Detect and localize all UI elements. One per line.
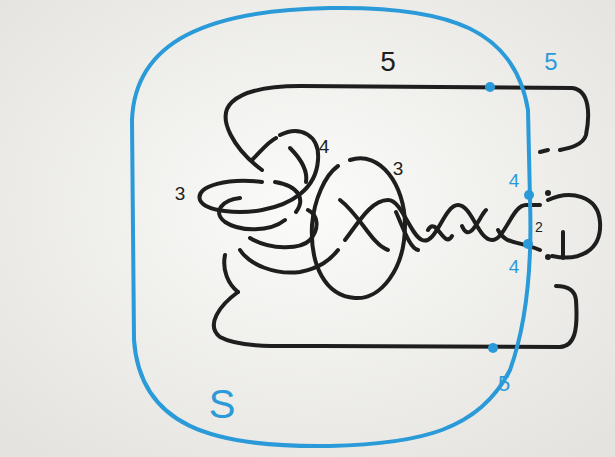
strand-count: 2 bbox=[535, 220, 543, 234]
intersection-count: 4 bbox=[509, 171, 520, 190]
top-strand bbox=[226, 86, 588, 170]
twist-crossings bbox=[396, 210, 540, 250]
intersection-count: 5 bbox=[498, 373, 510, 395]
endpoint-dot bbox=[545, 190, 551, 196]
right-loop bbox=[548, 195, 600, 257]
intersection-dot bbox=[488, 343, 498, 353]
left-tangle-b bbox=[250, 138, 317, 247]
intersection-dot bbox=[524, 190, 534, 200]
endpoint-dots bbox=[545, 190, 551, 260]
left-tangle-d bbox=[290, 148, 306, 182]
strand-count: 5 bbox=[380, 48, 396, 76]
circle-strand bbox=[312, 158, 405, 298]
sphere-label: S bbox=[209, 384, 236, 424]
knot-strands bbox=[200, 86, 601, 347]
strand-count: 3 bbox=[393, 159, 404, 178]
left-tangle-c bbox=[224, 250, 338, 292]
left-tangle bbox=[219, 182, 300, 229]
intersection-dots bbox=[485, 82, 534, 353]
twist-entry bbox=[340, 200, 388, 250]
intersection-dot bbox=[485, 82, 495, 92]
endpoint-dot bbox=[545, 254, 551, 260]
strand-count: 4 bbox=[319, 137, 330, 156]
intersection-count: 5 bbox=[544, 50, 557, 74]
intersection-dot bbox=[523, 239, 533, 249]
intersection-count: 4 bbox=[509, 257, 520, 276]
strand-count: 3 bbox=[175, 184, 186, 203]
sphere-outline bbox=[132, 8, 530, 446]
strand-end bbox=[540, 150, 548, 152]
right-loop-tail bbox=[561, 232, 565, 258]
